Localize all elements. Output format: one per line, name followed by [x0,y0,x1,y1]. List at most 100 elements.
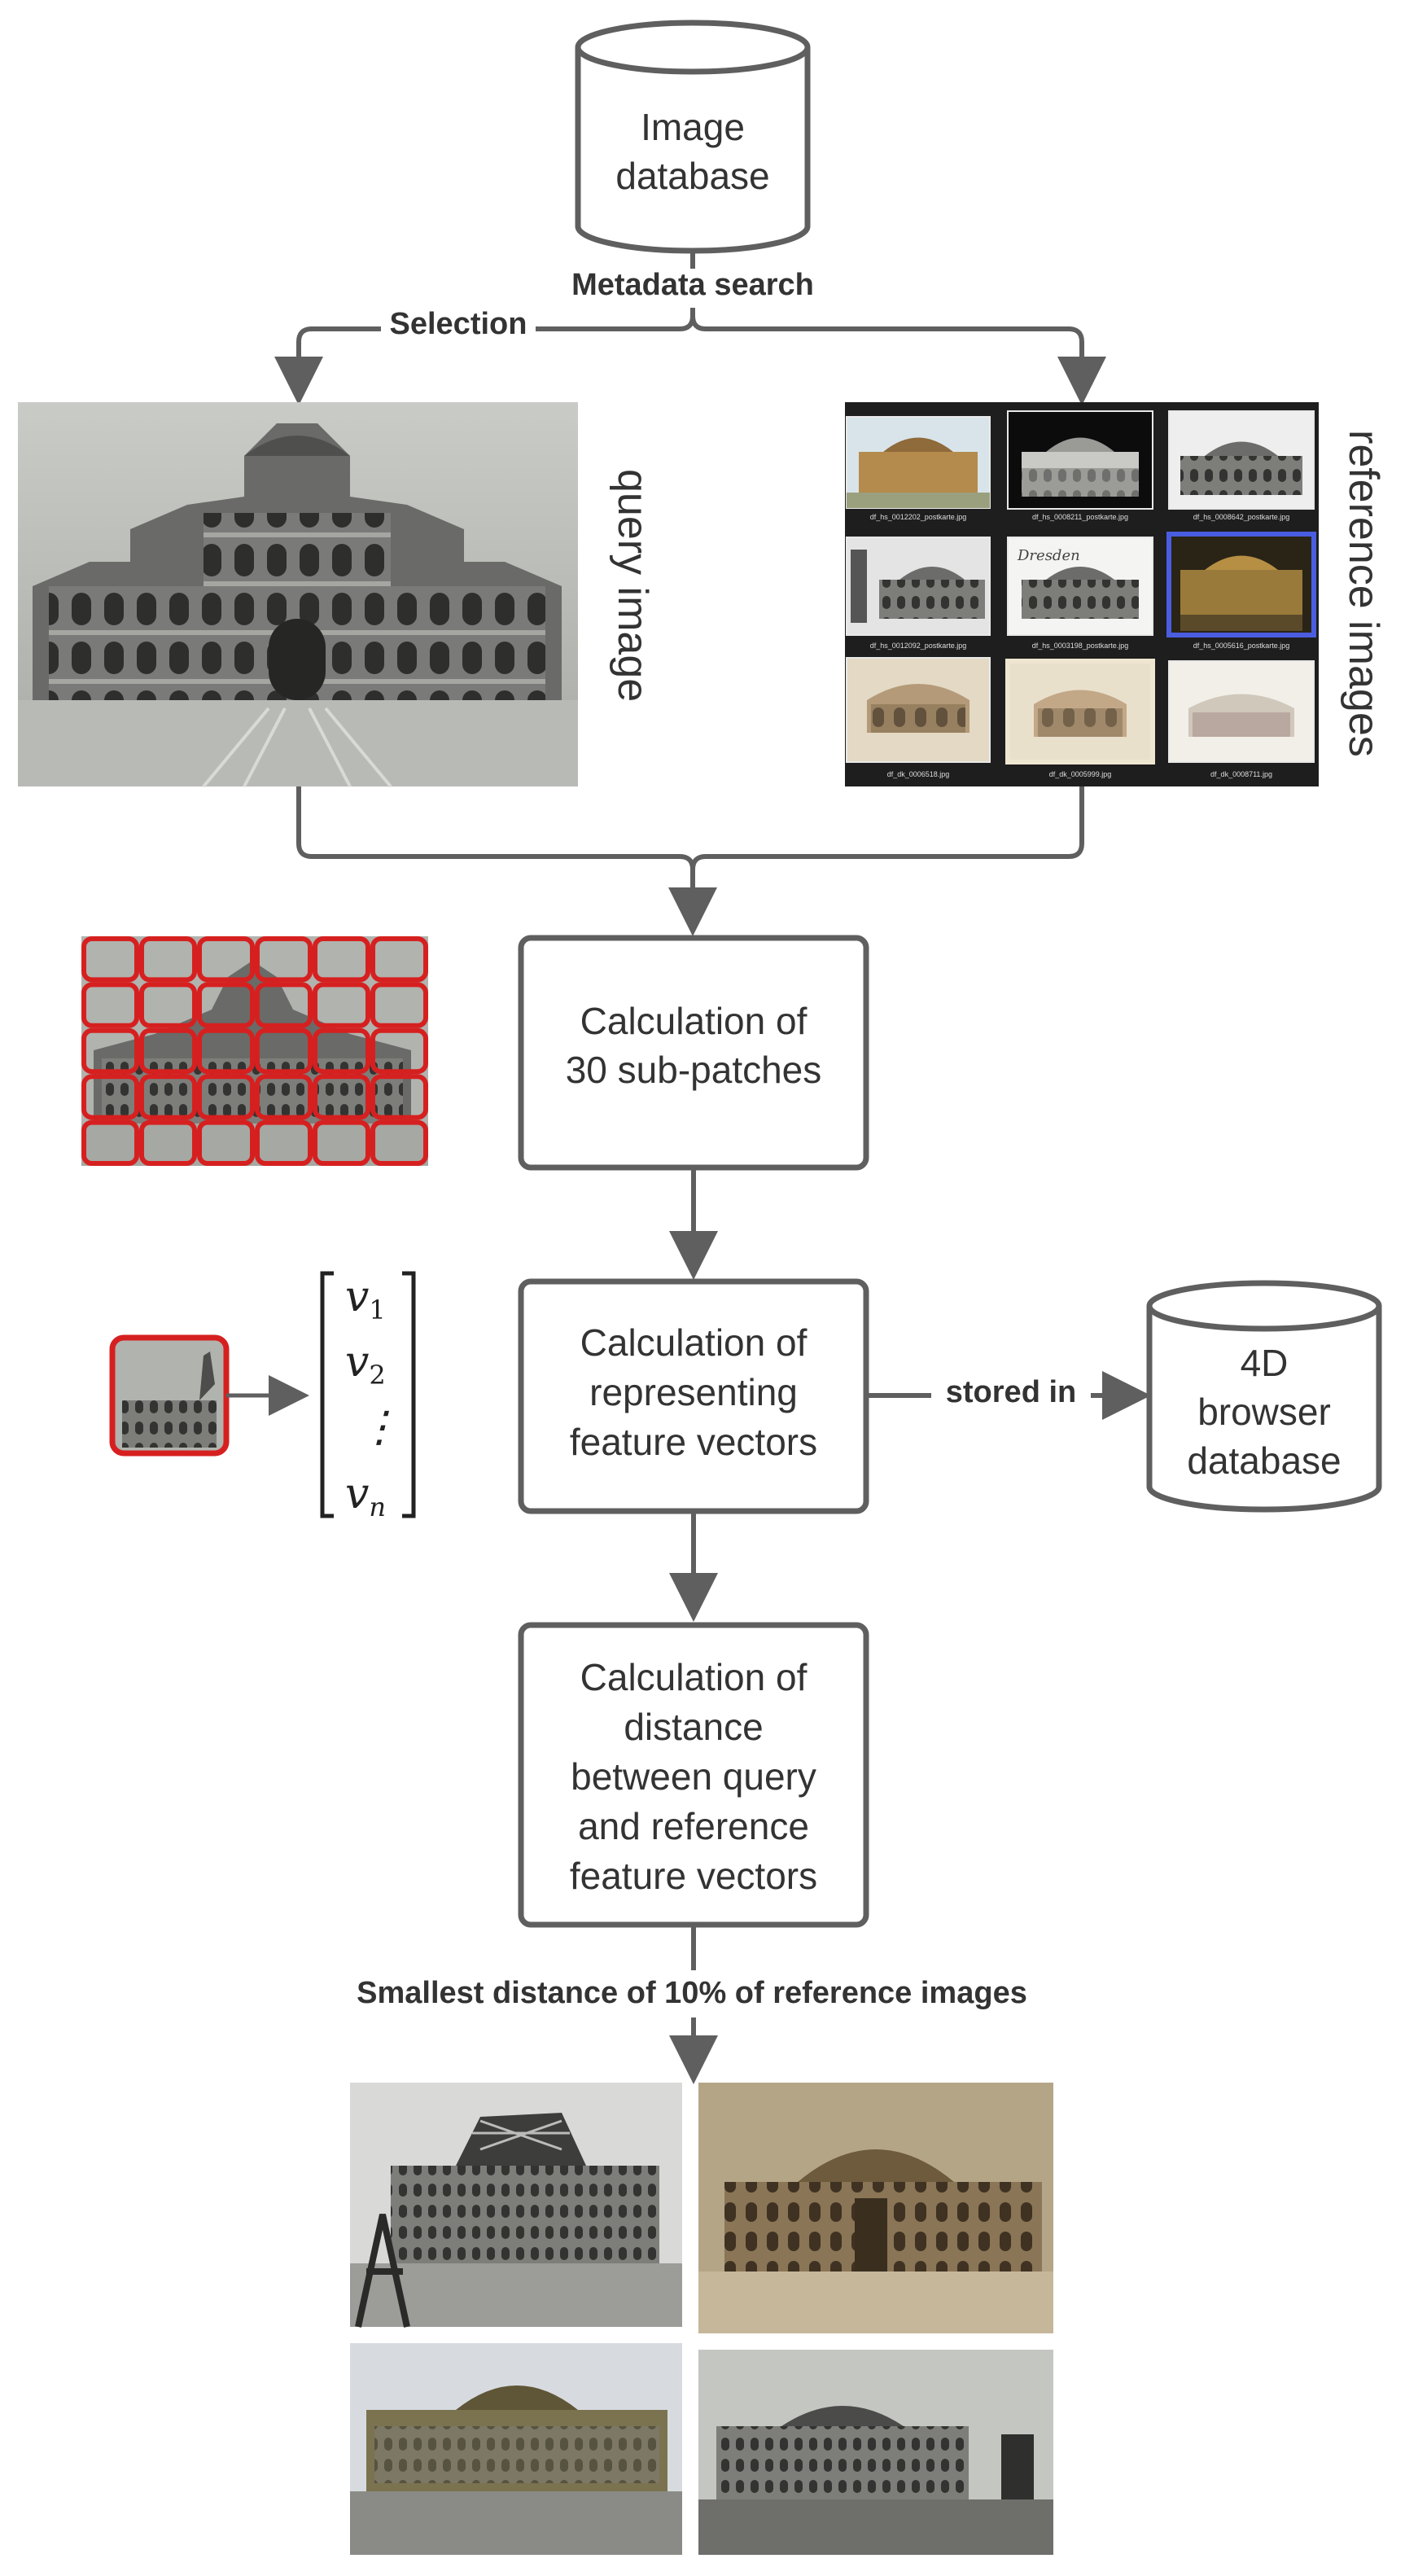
sub-patch-cell [197,1027,255,1075]
arrow-from-query-image [296,786,717,936]
sub-patch-cell [81,1027,139,1075]
reference-thumbnail [846,657,991,763]
arrow-from-reference-images [690,786,1084,870]
sub-patch-cell [370,1027,428,1075]
browser-database-line-3: database [1187,1439,1341,1482]
feature-vectors-line-1: Calculation of [580,1321,808,1364]
sub-patch-cell [139,1119,197,1166]
stored-in-label: stored in [946,1375,1076,1409]
sub-patch-cell [139,982,197,1028]
thumbnail-caption: df_dk_0008711.jpg [1210,770,1272,778]
sub-patch-grid-image [81,936,428,1166]
svg-text:vn: vn [345,1470,386,1522]
arrow-to-reference-images [690,315,1106,405]
single-patch-image [109,1334,230,1457]
selection-label-bg [381,303,536,342]
sub-patch-cell [370,1074,428,1120]
vector-element-v2: v [345,1338,369,1387]
sub-patch-cell [81,936,139,983]
sub-patches-line-2: 30 sub-patches [566,1049,822,1091]
thumbnail-caption: df_hs_0005616_postkarte.jpg [1193,642,1290,650]
image-database-line-1: Image [641,106,745,148]
reference-thumbnail: Dresden [1007,537,1153,636]
sub-patch-cell [197,1119,255,1166]
reference-thumbnail [846,537,991,636]
database-cylinder-icon [575,20,811,254]
svg-text:v2: v2 [345,1338,386,1391]
reference-thumbnail [846,416,991,509]
thumbnail-caption: df_hs_0012092_postkarte.jpg [870,642,967,650]
result-image [350,2083,682,2328]
feature-vectors-line-3: feature vectors [570,1421,817,1463]
thumbnail-caption: df_dk_0006518.jpg [887,770,950,778]
sub-patch-cell [81,1119,139,1166]
distance-line-5: feature vectors [570,1855,817,1897]
thumbnail-caption: df_hs_0012202_postkarte.jpg [870,513,967,521]
sub-patch-cell [139,936,197,983]
feature-vectors-node: Calculation of representing feature vect… [518,1278,869,1514]
database-cylinder-icon [1146,1280,1382,1513]
sub-patch-cell [139,1074,197,1120]
sub-patches-node: Calculation of 30 sub-patches [518,935,869,1171]
svg-text:v1: v1 [345,1273,386,1325]
reference-thumbnail [1168,410,1315,510]
distance-line-1: Calculation of [580,1656,808,1698]
thumbnail-caption: df_dk_0005999.jpg [1049,770,1112,778]
thumbnail-caption: df_hs_0003198_postkarte.jpg [1032,642,1129,650]
image-database-line-2: database [615,155,769,197]
sub-patch-cell [370,1119,428,1166]
sub-patch-cell [255,982,313,1028]
distance-line-3: between query [571,1755,816,1798]
vector-element-vn: v [345,1470,369,1518]
browser-database-line-1: 4D [1241,1342,1289,1384]
sub-patch-cell [81,1074,139,1120]
result-image [698,2350,1053,2555]
sub-patch-cell [313,1074,370,1120]
reference-thumbnail [1168,660,1315,763]
reference-images-grid: Dresden df_hs_0012202_postkarte.jpg [845,402,1319,786]
feature-vector: v1 v2 ⋮ vn [320,1271,416,1522]
sub-patch-cell [313,1027,370,1075]
distance-line-4: and reference [578,1805,809,1847]
browser-database-node: 4D browser database [1146,1280,1382,1513]
smallest-distance-label: Smallest distance of 10% of reference im… [357,1976,1027,2010]
sub-patch-cell [197,982,255,1028]
sub-patch-cell [313,982,370,1028]
sub-patch-cell [313,936,370,983]
thumbnail-caption: df_hs_0008642_postkarte.jpg [1193,513,1290,521]
result-image [350,2343,682,2555]
sub-patch-cell [255,1074,313,1120]
browser-database-line-2: browser [1197,1391,1331,1433]
sub-patch-cell [370,936,428,983]
vector-subscript-2: 2 [369,1360,385,1391]
sub-patch-cell [255,1119,313,1166]
sub-patch-cell [313,1119,370,1166]
reference-thumbnail [1005,659,1155,764]
selection-label: Selection [390,307,527,341]
query-image-label: query image [609,469,656,702]
patch-grid-overlay [81,936,428,1166]
vector-left-bracket [320,1271,334,1518]
reference-thumbnail [1007,410,1153,510]
sub-patch-cell [139,1027,197,1075]
query-image [18,402,578,788]
reference-images-label: reference images [1340,430,1387,757]
vector-right-bracket [402,1271,416,1518]
distance-node: Calculation of distance between query an… [518,1622,869,1928]
svg-text:Dresden: Dresden [1017,547,1080,564]
stored-in-label-bg [931,1371,1091,1412]
sub-patch-cell [197,936,255,983]
vector-element-v1: v [345,1273,369,1321]
metadata-search-label: Metadata search [571,268,814,302]
vector-subscript-1: 1 [369,1295,385,1325]
sub-patch-cell [255,936,313,983]
distance-line-2: distance [624,1706,763,1748]
vector-vdots: ⋮ [358,1403,400,1452]
thumbnail-caption: df_hs_0008211_postkarte.jpg [1032,513,1128,521]
sub-patch-cell [255,1027,313,1075]
sub-patches-line-1: Calculation of [580,1000,808,1042]
vector-subscript-n: n [369,1492,386,1522]
reference-thumbnail-highlighted [1166,532,1316,637]
feature-vectors-line-2: representing [589,1371,798,1413]
